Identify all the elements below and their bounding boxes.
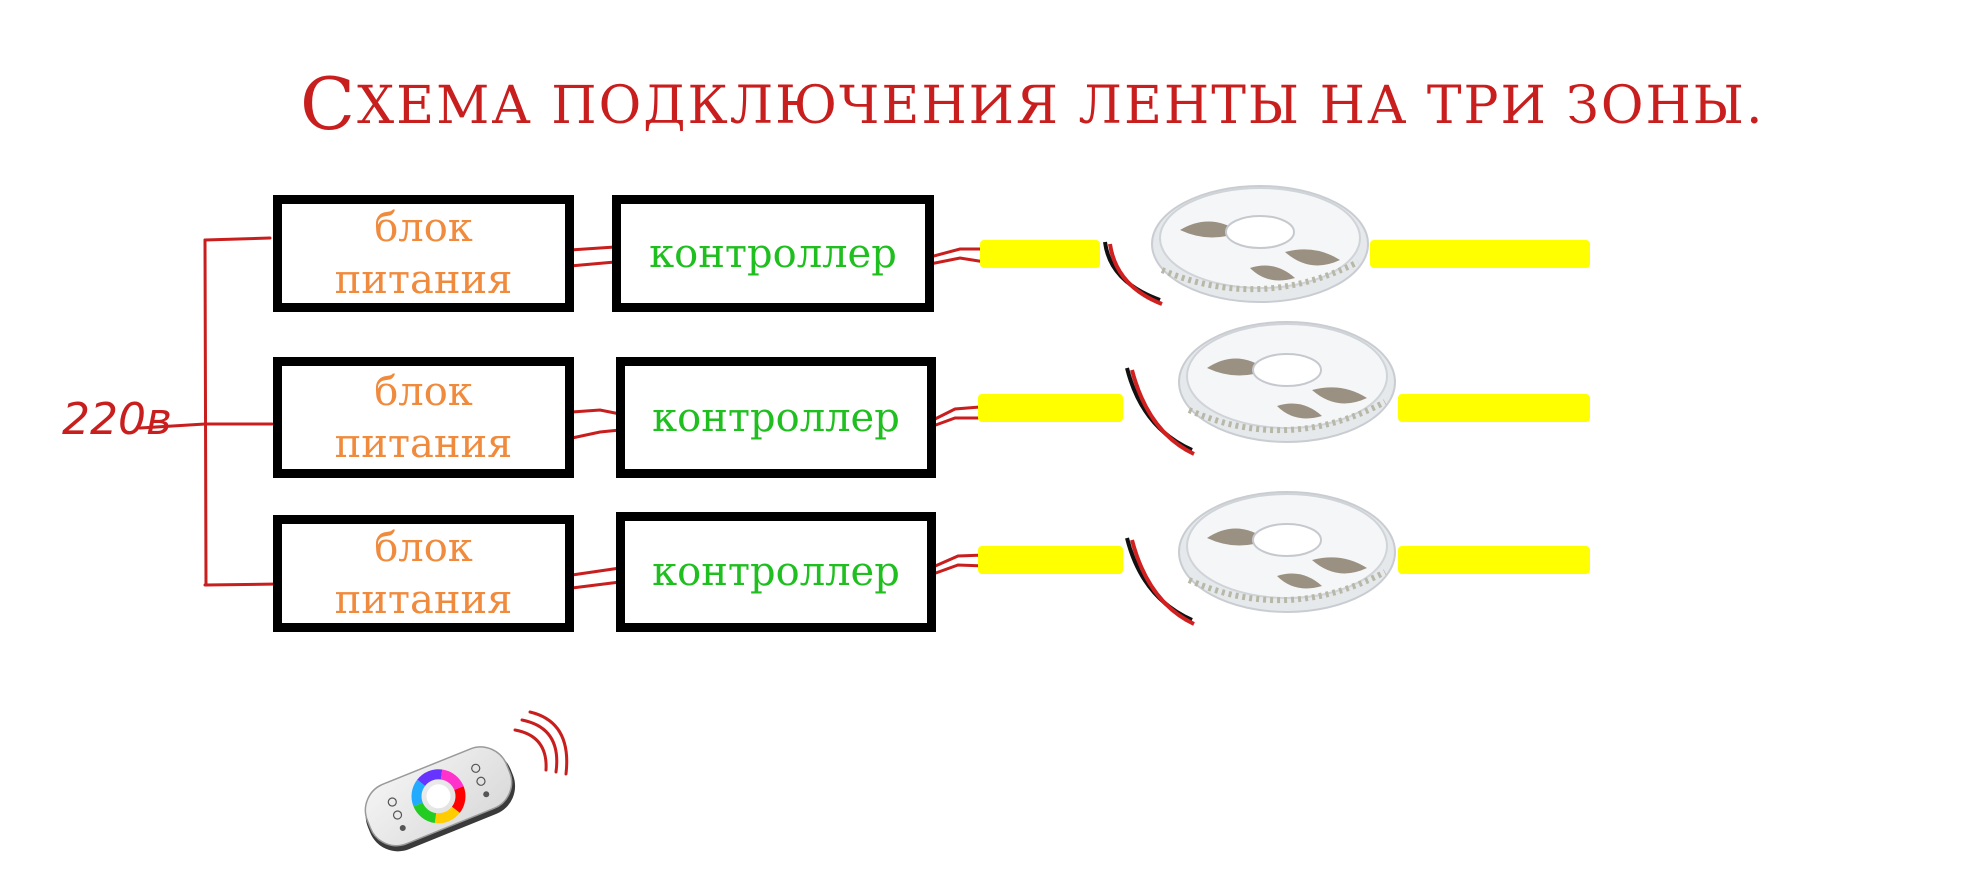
led-strip-segment-1b	[1370, 240, 1590, 268]
psu-box-3: блок питания	[273, 515, 574, 632]
rgb-remote-icon	[364, 746, 516, 852]
ctrl-strip-wire-2a	[931, 405, 982, 422]
controller-label: контроллер	[652, 394, 900, 441]
input-voltage-label: 220в	[62, 394, 172, 445]
ctrl-strip-wire-2b	[931, 416, 982, 428]
led-strip-reel-icon	[1125, 321, 1396, 456]
psu-ctrl-wire-2b	[570, 428, 622, 440]
psu-label-line2: питания	[334, 420, 513, 467]
diagram-title: СХЕМА ПОДКЛЮЧЕНИЯ ЛЕНТЫ НА ТРИ ЗОНЫ.	[300, 62, 1765, 146]
controller-box-1: контроллер	[612, 195, 934, 312]
led-strip-segment-2a	[978, 394, 1123, 422]
ctrl-strip-wire-3a	[931, 553, 987, 569]
psu-label-line1: блок	[374, 368, 473, 415]
psu-ctrl-wire-3b	[570, 580, 622, 590]
led-strip-segment-3a	[978, 546, 1123, 574]
wireless-signal-arc-2	[520, 718, 559, 774]
title-initial: С	[300, 62, 358, 146]
ctrl-strip-wire-3b	[931, 563, 987, 576]
led-strip-segment-3b	[1398, 546, 1590, 574]
ctrl-strip-wire-1b	[928, 256, 987, 266]
psu-feed-wire-3	[203, 582, 280, 587]
psu-box-1: блок питания	[273, 195, 574, 312]
ctrl-strip-wire-1a	[928, 247, 987, 259]
wireless-signal-arc-3	[528, 710, 569, 776]
led-strip-reel-icon	[1125, 491, 1396, 626]
psu-ctrl-wire-2a	[570, 408, 622, 416]
led-strip-reel-icon	[1103, 185, 1369, 306]
wireless-signal-icon	[513, 728, 548, 772]
psu-label-line2: питания	[334, 576, 513, 623]
controller-label: контроллер	[649, 230, 897, 277]
psu-ctrl-wire-3a	[570, 566, 622, 577]
controller-label: контроллер	[652, 549, 900, 595]
psu-label-line1: блок	[374, 524, 473, 571]
psu-feed-wire-1	[203, 236, 272, 242]
psu-label-line1: блок	[374, 204, 473, 251]
led-strip-segment-2b	[1398, 394, 1590, 422]
psu-box-2: блок питания	[273, 357, 574, 478]
psu-ctrl-wire-1b	[568, 260, 617, 268]
title-text: ХЕМА ПОДКЛЮЧЕНИЯ ЛЕНТЫ НА ТРИ ЗОНЫ.	[357, 76, 1765, 136]
controller-box-3: контроллер	[616, 512, 936, 632]
psu-ctrl-wire-1a	[568, 245, 617, 252]
psu-label-line2: питания	[334, 256, 513, 303]
led-strip-segment-1a	[980, 240, 1100, 268]
mains-bus-wire	[203, 238, 208, 587]
controller-box-2: контроллер	[616, 357, 936, 478]
